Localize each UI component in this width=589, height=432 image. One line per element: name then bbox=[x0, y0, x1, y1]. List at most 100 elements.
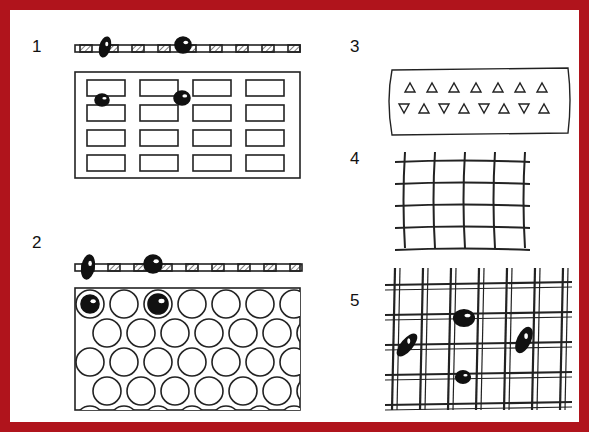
rect-mesh-panel bbox=[75, 36, 300, 178]
particle-highlight bbox=[105, 42, 108, 46]
panel-number: 3 bbox=[350, 38, 359, 55]
triangle bbox=[515, 83, 525, 92]
hatched-segment bbox=[80, 45, 92, 52]
horizontal-wire bbox=[385, 402, 572, 405]
hatched-segment bbox=[212, 264, 224, 271]
plate-hole bbox=[212, 290, 240, 318]
particle-highlight bbox=[88, 261, 92, 266]
horizontal-wire bbox=[385, 372, 572, 375]
mesh-hole bbox=[246, 105, 284, 121]
plate-hole bbox=[76, 406, 104, 410]
hatched-segment bbox=[264, 264, 276, 271]
plate-hole bbox=[280, 348, 300, 376]
vertical-wire bbox=[494, 152, 496, 248]
hatched-segment bbox=[236, 45, 248, 52]
plate-hole bbox=[127, 319, 155, 347]
panel-number: 2 bbox=[32, 234, 41, 251]
triangle bbox=[427, 83, 437, 92]
particle-highlight bbox=[183, 41, 188, 45]
mesh-hole bbox=[140, 155, 178, 171]
horizontal-wire bbox=[395, 161, 530, 163]
plate-hole bbox=[263, 319, 291, 347]
panel-number: 5 bbox=[350, 292, 359, 309]
plate-hole bbox=[246, 406, 274, 410]
particle-highlight bbox=[90, 299, 95, 303]
plate-hole bbox=[297, 319, 300, 347]
horizontal-wire bbox=[385, 407, 572, 410]
triangle bbox=[419, 104, 429, 113]
plate-outline bbox=[75, 288, 300, 410]
plate-hole bbox=[195, 377, 223, 405]
mesh-hole bbox=[193, 80, 231, 96]
horizontal-wire bbox=[385, 317, 572, 320]
strip-outline bbox=[389, 68, 570, 135]
particle bbox=[456, 371, 470, 383]
triangle bbox=[405, 83, 415, 92]
mesh-hole bbox=[87, 80, 125, 96]
particle-highlight bbox=[407, 338, 410, 344]
vertical-wire bbox=[504, 268, 507, 410]
plate-hole bbox=[229, 377, 257, 405]
particle bbox=[174, 91, 190, 105]
particle bbox=[395, 332, 419, 358]
plate-hole bbox=[144, 406, 172, 410]
triangle-strip-panel bbox=[389, 68, 570, 135]
horizontal-wire bbox=[395, 183, 530, 185]
triangle bbox=[459, 104, 469, 113]
mesh-hole bbox=[140, 130, 178, 146]
mesh-hole bbox=[87, 155, 125, 171]
mesh-outline bbox=[75, 72, 300, 178]
triangle bbox=[449, 83, 459, 92]
particle bbox=[144, 255, 162, 273]
mesh-hole bbox=[246, 155, 284, 171]
horizontal-wire bbox=[385, 347, 572, 350]
plate-hole bbox=[93, 377, 121, 405]
horizontal-wire bbox=[395, 205, 530, 207]
horizontal-wire bbox=[385, 287, 572, 290]
plate-hole bbox=[161, 319, 189, 347]
particle bbox=[513, 326, 535, 355]
hatched-segment bbox=[262, 45, 274, 52]
hatched-segment bbox=[186, 264, 198, 271]
red-frame bbox=[5, 5, 584, 427]
plate-hole bbox=[229, 319, 257, 347]
triangle bbox=[471, 83, 481, 92]
mesh-hole bbox=[246, 130, 284, 146]
particle-highlight bbox=[153, 259, 158, 263]
mesh-hole bbox=[87, 130, 125, 146]
plate-hole bbox=[110, 406, 138, 410]
hatched-segment bbox=[238, 264, 250, 271]
vertical-wire bbox=[464, 152, 466, 248]
triangle bbox=[537, 83, 547, 92]
plate-hole bbox=[246, 348, 274, 376]
particle-highlight bbox=[463, 374, 467, 377]
vertical-wire bbox=[532, 268, 535, 410]
plate-hole bbox=[110, 348, 138, 376]
perforated-plate-panel bbox=[75, 254, 359, 432]
side-bar bbox=[75, 264, 300, 271]
plate-hole bbox=[297, 377, 300, 405]
plate-hole bbox=[195, 319, 223, 347]
triangle bbox=[479, 104, 489, 113]
plate-hole bbox=[178, 406, 206, 410]
panel-number: 4 bbox=[350, 150, 359, 167]
mesh-hole bbox=[246, 80, 284, 96]
mesh-hole bbox=[140, 80, 178, 96]
plate-hole bbox=[178, 290, 206, 318]
particle-highlight bbox=[524, 333, 528, 339]
vertical-wire bbox=[481, 268, 484, 410]
hole-group bbox=[76, 290, 300, 410]
particle-highlight bbox=[465, 314, 471, 318]
triangle bbox=[519, 104, 529, 113]
hatched-segment bbox=[132, 45, 144, 52]
triangle bbox=[399, 104, 409, 113]
plate-hole bbox=[212, 406, 240, 410]
mesh-hole bbox=[193, 130, 231, 146]
horizontal-wire bbox=[385, 312, 572, 315]
horizontal-wire bbox=[395, 227, 530, 229]
vertical-wire bbox=[404, 152, 406, 248]
plate-hole bbox=[263, 377, 291, 405]
panel-number: 1 bbox=[32, 38, 41, 55]
vertical-wire bbox=[434, 152, 436, 248]
